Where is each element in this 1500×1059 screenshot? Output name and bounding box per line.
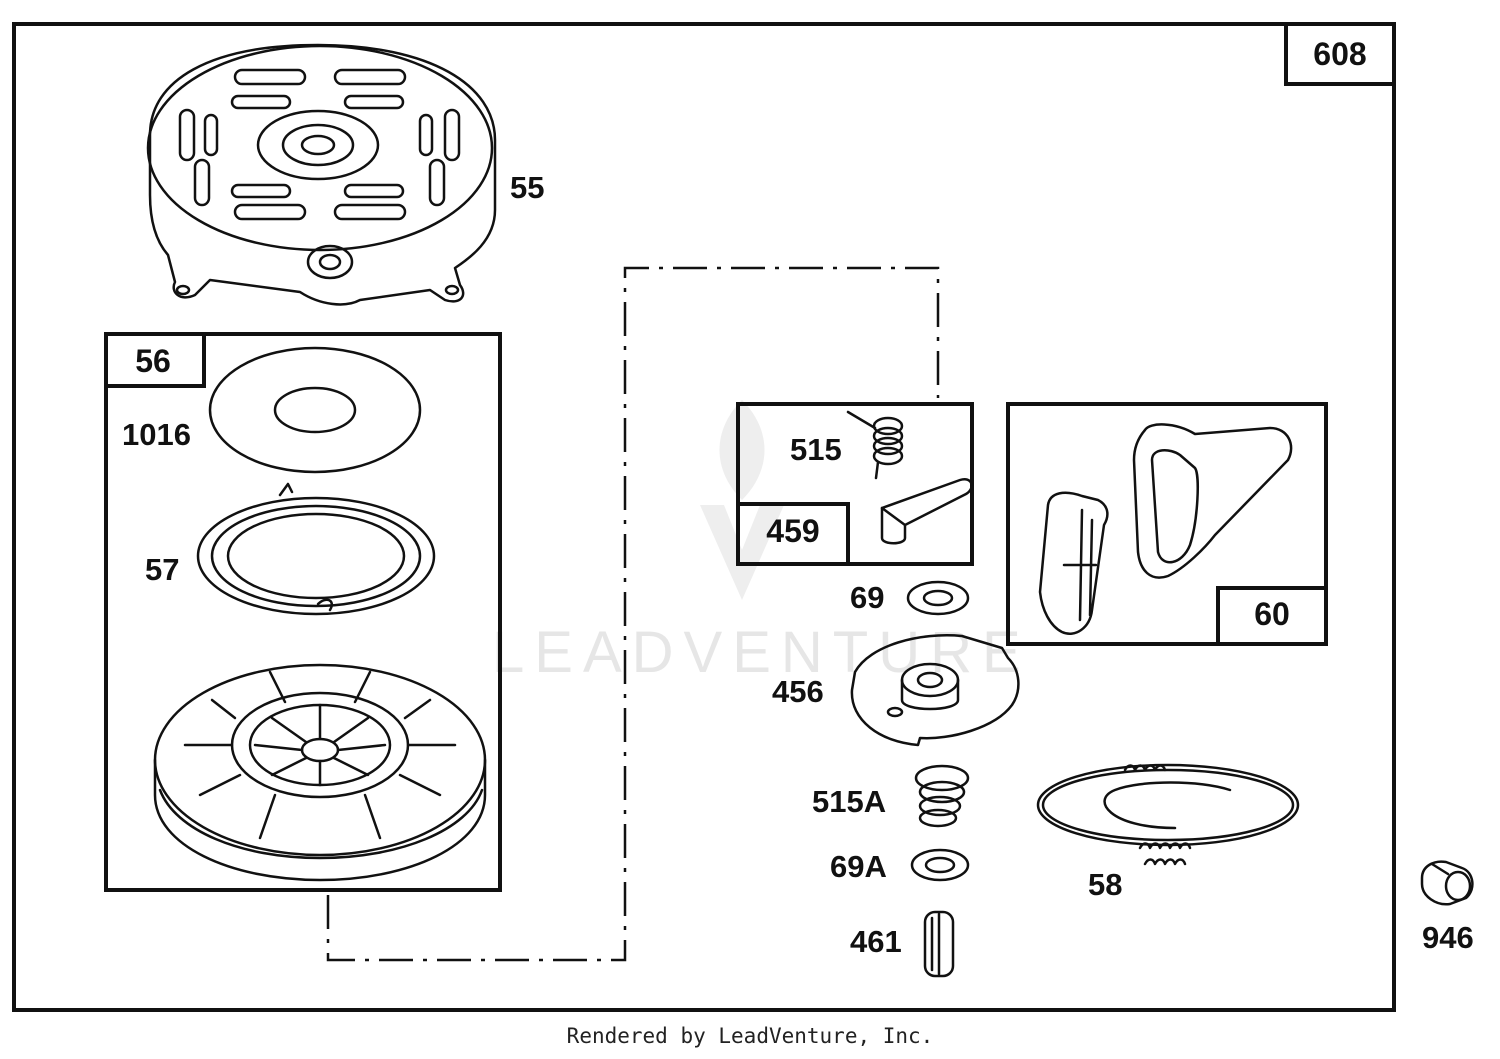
pawl[interactable] <box>880 477 973 545</box>
retainer[interactable] <box>850 634 1020 747</box>
kit-tag: 608 <box>1284 22 1396 86</box>
starter-pulley[interactable] <box>153 663 487 882</box>
washer-69-label: 69 <box>850 580 884 615</box>
large-washer[interactable] <box>208 346 422 474</box>
spring-515a[interactable] <box>914 764 970 828</box>
pin[interactable] <box>923 910 955 978</box>
watermark: LEADVENTURE <box>492 400 1031 685</box>
retainer-label: 456 <box>772 674 824 709</box>
handle-kit-box: 60 <box>1006 402 1328 646</box>
large-washer-label: 1016 <box>122 417 191 452</box>
pawl-kit-box: 459 <box>736 402 974 566</box>
pawl-spring-label: 515 <box>790 432 842 467</box>
housing-label: 55 <box>510 170 544 205</box>
recoil-starter-kit-box: 56 <box>104 332 502 892</box>
recoil-starter-kit-label: 56 <box>135 343 171 379</box>
watermark-text: LEADVENTURE <box>492 620 1031 685</box>
footer-credit: Rendered by LeadVenture, Inc. <box>566 1024 934 1048</box>
washer-69a-label: 69A <box>830 849 887 884</box>
starter-rope[interactable] <box>1036 763 1300 866</box>
starter-housing[interactable] <box>146 43 497 306</box>
clip-946-label: 946 <box>1422 920 1474 955</box>
clip-946[interactable] <box>1420 860 1474 906</box>
starter-handle[interactable] <box>1038 423 1293 635</box>
outer-frame <box>12 22 1396 1012</box>
pin-label: 461 <box>850 924 902 959</box>
recoil-spring[interactable] <box>196 482 436 616</box>
washer-69[interactable] <box>906 580 970 616</box>
pawl-kit-label: 459 <box>766 513 819 549</box>
kit-label: 608 <box>1313 36 1366 72</box>
pawl-spring[interactable] <box>846 410 904 480</box>
spring-515a-label: 515A <box>812 784 886 819</box>
connector-lines <box>326 266 940 962</box>
handle-kit-label: 60 <box>1254 596 1290 632</box>
rope-label: 58 <box>1088 867 1122 902</box>
parts-diagram: LEADVENTURE 608 <box>12 22 1474 1012</box>
washer-69a[interactable] <box>910 848 970 882</box>
recoil-spring-label: 57 <box>145 552 179 587</box>
